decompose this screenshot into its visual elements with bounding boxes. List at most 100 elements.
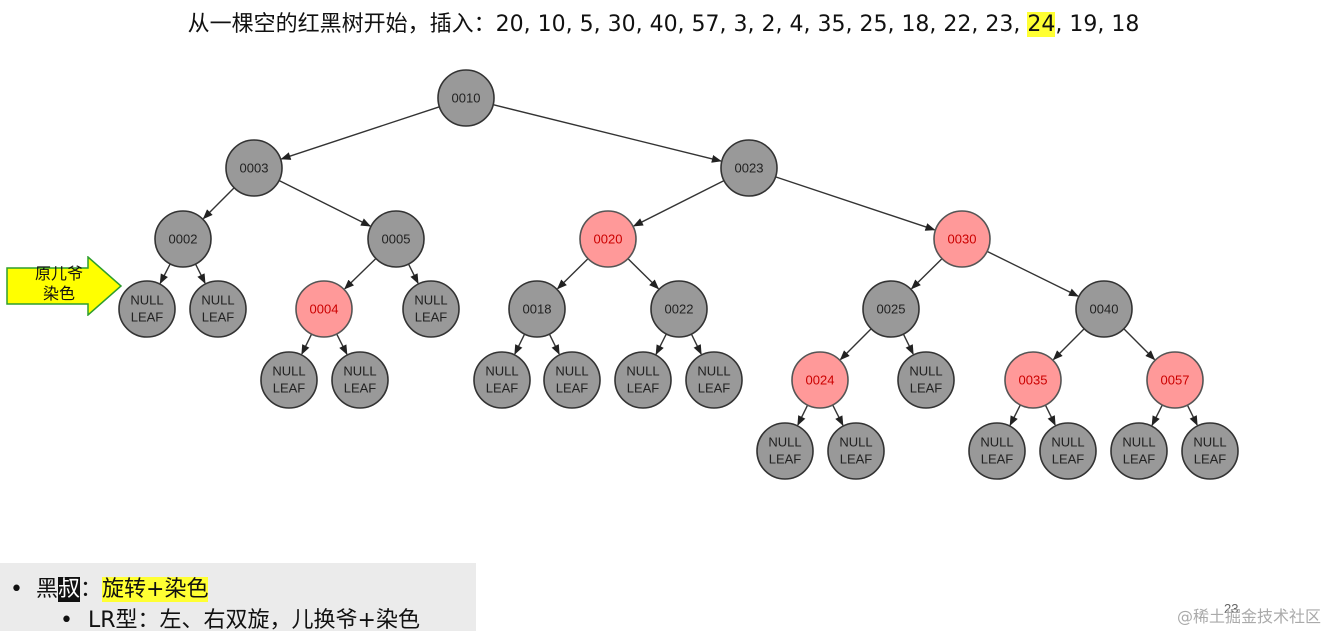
black-node-circle [189,280,247,338]
black-node-circle [1181,422,1239,480]
tree-edge [548,333,560,355]
tree-edge [1123,328,1156,361]
black-node-circle [437,69,495,127]
tree-edge [301,333,313,355]
tree-node-0018: 0018 [508,280,566,338]
black-node-circle [897,351,955,409]
tree-node-0023: 0023 [720,139,778,197]
node-label: NULL [201,292,234,307]
page-title: 从一棵空的红黑树开始，插入：20, 10, 5, 30, 40, 57, 3, … [0,6,1327,38]
node-label: LEAF [202,309,235,324]
red-node-circle [1004,351,1062,409]
black-node-circle [685,351,743,409]
node-label: 0010 [452,90,481,105]
tree-node-0040: 0040 [1075,280,1133,338]
recolor-arrow: 原儿爷 染色 [6,255,123,317]
tree-edge [194,263,206,284]
tree-edge [832,404,844,427]
tree-node-0004: 0004 [295,280,353,338]
black-node-circle [650,280,708,338]
note1-highlight: 旋转+染色 [102,577,209,602]
black-node-circle [367,210,425,268]
node-label: 0025 [877,301,906,316]
null-leaf-node: NULL LEAF [1039,422,1097,480]
title-sequence-end: , 19, 18 [1055,12,1140,37]
title-prefix: 从一棵空的红黑树开始，插入： [187,12,496,37]
page-number: 23 [1224,601,1239,616]
tree-edge [627,258,660,290]
tree-edge [280,106,440,160]
node-label: 0057 [1161,372,1190,387]
red-node-circle [579,210,637,268]
tree-edge [514,333,526,355]
tree-node-0025: 0025 [862,280,920,338]
black-node-circle [756,422,814,480]
black-node-circle [614,351,672,409]
node-label: 0005 [382,231,411,246]
node-label: NULL [1193,434,1226,449]
null-leaf-node: NULL LEAF [543,351,601,409]
tree-edge [1052,328,1085,361]
tree-edge [797,404,809,426]
node-label: NULL [555,363,588,378]
note1-colon: ： [80,577,103,602]
node-label: LEAF [1052,451,1085,466]
red-node-circle [1146,351,1204,409]
tree-edge [202,187,235,220]
node-label: 0035 [1019,372,1048,387]
note-bullet-2: •LR型：左、右双旋，儿换爷+染色 [60,602,420,634]
note-bullet-1: •黑叔：旋转+染色 [10,571,209,603]
node-label: LEAF [486,380,519,395]
black-node-circle [402,280,460,338]
node-label: NULL [343,363,376,378]
tree-edge [690,333,702,355]
tree-edge [407,263,419,284]
tree-edge [1186,404,1198,426]
arrow-shape-icon [6,255,123,317]
node-label: 0018 [523,301,552,316]
tree-edge [1151,404,1163,427]
tree-node-0003: 0003 [225,139,283,197]
black-node-circle [260,351,318,409]
black-node-circle [225,139,283,197]
tree-edge [336,333,348,356]
black-node-circle [862,280,920,338]
node-label: LEAF [556,380,589,395]
tree-edge [775,176,936,231]
node-label: LEAF [1123,451,1156,466]
black-node-circle [473,351,531,409]
null-leaf-node: NULL LEAF [189,280,247,338]
red-node-circle [933,210,991,268]
node-label: 0002 [169,231,198,246]
tree-node-0057: 0057 [1146,351,1204,409]
node-label: NULL [414,292,447,307]
node-label: LEAF [131,309,164,324]
node-label: NULL [626,363,659,378]
node-label: LEAF [981,451,1014,466]
black-node-circle [543,351,601,409]
node-label: LEAF [840,451,873,466]
black-node-circle [154,210,212,268]
black-node-circle [720,139,778,197]
note1-text: 黑 [36,577,59,602]
black-node-circle [1075,280,1133,338]
arrow-label-line1: 原儿爷 [34,264,83,283]
source-credit: @稀土掘金技术社区 [1176,607,1321,626]
node-label: LEAF [769,451,802,466]
tree-node-0002: 0002 [154,210,212,268]
black-node-circle [508,280,566,338]
node-label: NULL [1051,434,1084,449]
node-label: LEAF [415,309,448,324]
null-leaf-node: NULL LEAF [402,280,460,338]
tree-edge [986,250,1079,297]
node-label: 0004 [310,301,339,316]
title-sequence: 20, 10, 5, 30, 40, 57, 3, 2, 4, 35, 25, … [495,12,1028,37]
